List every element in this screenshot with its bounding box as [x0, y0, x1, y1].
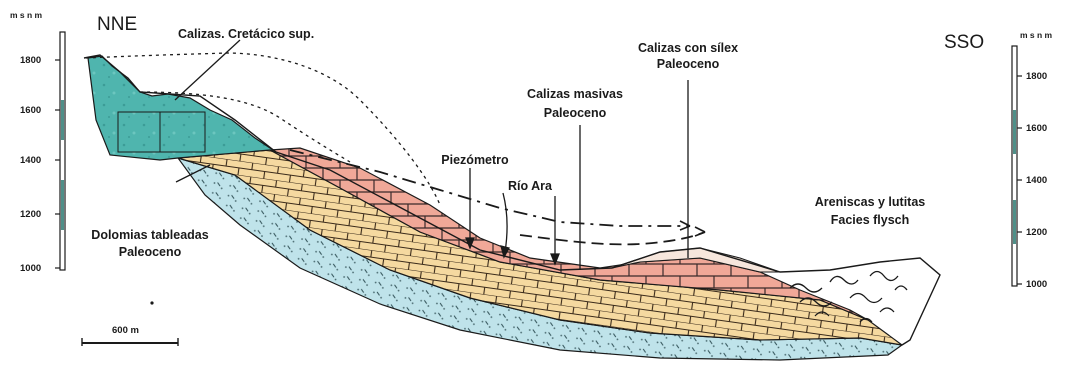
left-elevation-axis: m s n m 1800 1600 1400 1200 1000 — [10, 10, 65, 274]
scale-bar: 600 m — [82, 301, 178, 346]
left-tick-1400: 1400 — [20, 155, 41, 166]
label-calizas-masivas-line1: Calizas masivas — [527, 87, 623, 101]
left-axis-unit: m s n m — [10, 10, 43, 20]
left-tick-1600: 1600 — [20, 105, 41, 116]
left-tick-1800: 1800 — [20, 55, 41, 66]
direction-label-sso: SSO — [944, 32, 984, 53]
cretaceous-limestone — [88, 56, 276, 160]
right-tick-1400: 1400 — [1026, 175, 1047, 186]
right-tick-1200: 1200 — [1026, 227, 1047, 238]
label-calizas-silex-line2: Paleoceno — [657, 57, 720, 71]
label-dolomias-line2: Paleoceno — [119, 245, 182, 259]
label-calizas-masivas-line2: Paleoceno — [544, 106, 607, 120]
right-tick-1600: 1600 — [1026, 123, 1047, 134]
geology-layers — [84, 55, 940, 360]
label-rio-ara: Río Ara — [508, 179, 553, 193]
left-tick-1200: 1200 — [20, 209, 41, 220]
left-tick-1000: 1000 — [20, 263, 41, 274]
label-dolomias-line1: Dolomias tableadas — [91, 228, 208, 242]
label-calizas-silex-line1: Calizas con sílex — [638, 41, 738, 55]
label-areniscas-line1: Areniscas y lutitas — [815, 195, 926, 209]
right-axis-unit: m s n m — [1020, 30, 1053, 40]
right-tick-1800: 1800 — [1026, 71, 1047, 82]
dashed-flow-line — [520, 232, 705, 244]
right-tick-1000: 1000 — [1026, 279, 1047, 290]
scale-bar-label: 600 m — [112, 325, 139, 336]
right-elevation-axis: m s n m 1800 1600 1400 1200 1000 — [1012, 30, 1053, 290]
label-piezometro: Piezómetro — [441, 153, 509, 167]
label-calizas-cretacico: Calizas. Cretácico sup. — [178, 27, 314, 41]
label-areniscas-line2: Facies flysch — [831, 213, 910, 227]
direction-label-nne: NNE — [97, 14, 137, 35]
